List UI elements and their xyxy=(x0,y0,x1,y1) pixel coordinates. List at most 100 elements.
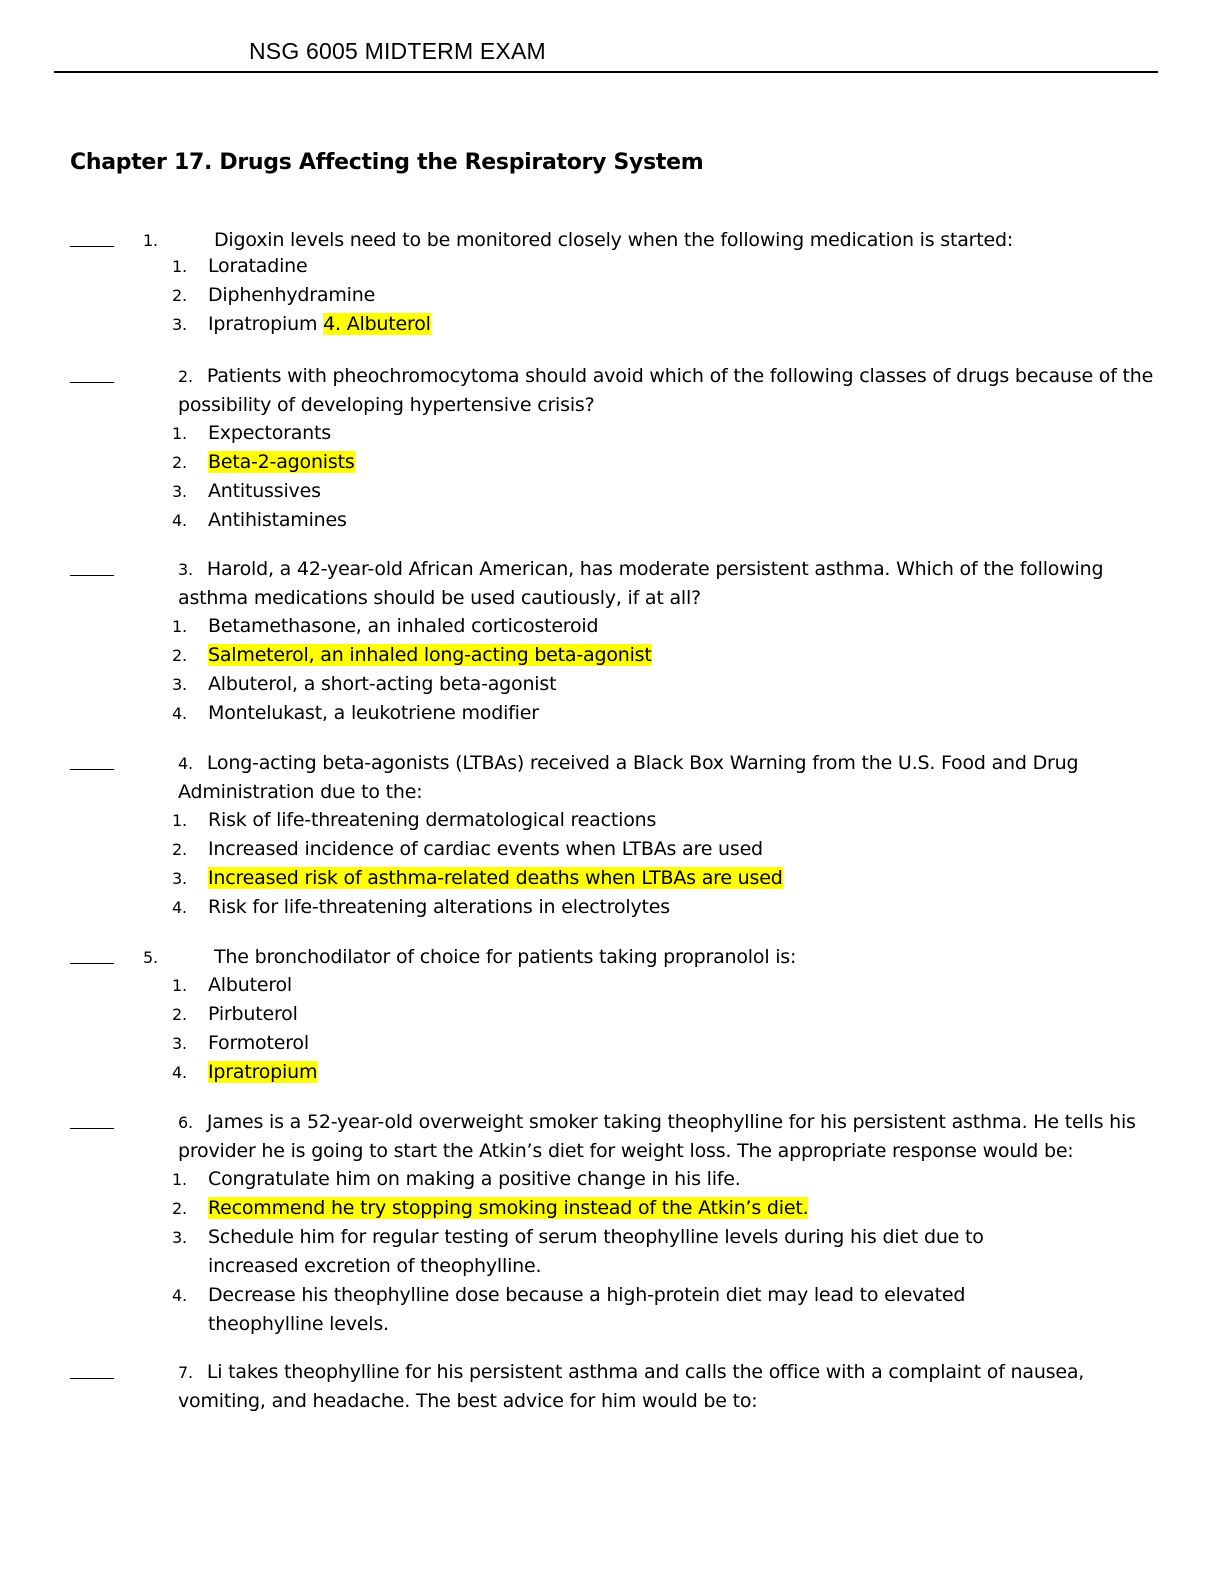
option-text: Montelukast, a leukotriene modifier xyxy=(208,702,539,724)
option-number: 4. xyxy=(172,1286,187,1305)
question-number: 7. xyxy=(178,1363,193,1382)
option-text: Betamethasone, an inhaled corticosteroid xyxy=(208,615,599,637)
list-item: 3. Albuterol, a short-acting beta-agonist xyxy=(172,670,1162,699)
list-item: 2. Diphenhydramine xyxy=(172,281,1162,310)
question-stem: The bronchodilator of choice for patient… xyxy=(214,946,797,968)
list-item: 4. Decrease his theophylline dose because… xyxy=(172,1281,1162,1339)
list-item: 1. Loratadine xyxy=(172,252,1162,281)
option-text: Loratadine xyxy=(208,255,308,277)
page-header-title: NSG 6005 MIDTERM EXAM xyxy=(249,38,546,64)
option-number: 3. xyxy=(172,315,187,334)
highlighted-answer: Salmeterol, an inhaled long-acting beta-… xyxy=(208,644,652,666)
highlighted-answer: Recommend he try stopping smoking instea… xyxy=(208,1197,809,1219)
answer-blank xyxy=(70,1358,114,1379)
highlighted-answer: Ipratropium xyxy=(208,1061,318,1083)
option-number: 4. xyxy=(172,511,187,530)
option-text: Risk of life-threatening dermatological … xyxy=(208,809,657,831)
option-text: Risk for life-threatening alterations in… xyxy=(208,896,670,918)
option-text: Increased incidence of cardiac events wh… xyxy=(208,838,763,860)
option-list: 1. Albuterol 2. Pirbuterol 3. Formoterol 4.… xyxy=(172,971,1162,1087)
option-number: 1. xyxy=(172,1170,187,1189)
option-number: 1. xyxy=(172,617,187,636)
question-number: 3. xyxy=(178,560,193,579)
option-text: Expectorants xyxy=(208,422,331,444)
list-item: 1. Congratulate him on making a positive … xyxy=(172,1165,1162,1194)
list-item: 3. Formoterol xyxy=(172,1029,1162,1058)
option-list: 1. Risk of life-threatening dermatologica… xyxy=(172,806,1162,922)
answer-blank xyxy=(70,1108,114,1129)
option-number: 1. xyxy=(172,811,187,830)
option-number: 2. xyxy=(172,453,187,472)
question-stem: 4.Long-acting beta-agonists (LTBAs) rece… xyxy=(178,749,1158,807)
option-number: 1. xyxy=(172,976,187,995)
option-number: 3. xyxy=(172,869,187,888)
answer-blank xyxy=(70,943,114,964)
option-number: 3. xyxy=(172,1034,187,1053)
list-item: 3. Ipratropium 4. Albuterol xyxy=(172,310,1162,339)
list-item: 2. Pirbuterol xyxy=(172,1000,1162,1029)
list-item: 3. Increased risk of asthma-related death… xyxy=(172,864,1162,893)
list-item: 1. Betamethasone, an inhaled corticostero… xyxy=(172,612,1162,641)
option-text: Albuterol, a short-acting beta-agonist xyxy=(208,673,557,695)
option-list: 1. Expectorants 2. Beta-2-agonists 3. Antit… xyxy=(172,419,1162,535)
option-text: Pirbuterol xyxy=(208,1003,298,1025)
option-list: 1. Congratulate him on making a positive … xyxy=(172,1165,1162,1339)
list-item: 2. Salmeterol, an inhaled long-acting bet… xyxy=(172,641,1162,670)
list-item: 4.Risk for life-threatening alterations … xyxy=(172,893,1162,922)
option-number: 2. xyxy=(172,286,187,305)
option-number: 3. xyxy=(172,482,187,501)
list-item: 3. Antitussives xyxy=(172,477,1162,506)
list-item: 2. Increased incidence of cardiac events … xyxy=(172,835,1162,864)
list-item: 2. Recommend he try stopping smoking inst… xyxy=(172,1194,1162,1223)
question-text: Harold, a 42-year-old African American, … xyxy=(178,558,1104,609)
option-number: 3. xyxy=(172,675,187,694)
list-item: 1. Albuterol xyxy=(172,971,1162,1000)
option-text: Schedule him for regular testing of seru… xyxy=(208,1226,984,1277)
question-text: Long-acting beta-agonists (LTBAs) receiv… xyxy=(178,752,1079,803)
question-number: 1. xyxy=(143,231,158,250)
question-number: 5. xyxy=(143,948,158,967)
answer-blank xyxy=(70,555,114,576)
list-item: 4. Antihistamines xyxy=(172,506,1162,535)
option-text-group: Ipratropium 4. Albuterol xyxy=(208,310,1158,339)
option-number: 2. xyxy=(172,840,187,859)
option-number: 3. xyxy=(172,1228,187,1247)
answer-blank xyxy=(70,749,114,770)
option-text: Albuterol xyxy=(208,974,293,996)
option-list: 1. Loratadine 2. Diphenhydramine 3. Ipra… xyxy=(172,252,1162,339)
option-number: 1. xyxy=(172,424,187,443)
list-item: 1. Expectorants xyxy=(172,419,1162,448)
option-text: Antihistamines xyxy=(208,509,347,531)
question-number: 4. xyxy=(178,754,193,773)
question-number: 6. xyxy=(178,1113,193,1132)
list-item: 3. Schedule him for regular testing of se… xyxy=(172,1223,1162,1281)
question-stem: Digoxin levels need to be monitored clos… xyxy=(214,229,1014,251)
option-number: 1. xyxy=(172,257,187,276)
option-text: Decrease his theophylline dose because a… xyxy=(208,1284,966,1335)
question-text: Patients with pheochromocytoma should av… xyxy=(178,365,1154,416)
highlighted-answer: Increased risk of asthma-related deaths … xyxy=(208,867,783,889)
option-text: Ipratropium xyxy=(208,313,318,335)
list-item: 2. Beta-2-agonists xyxy=(172,448,1162,477)
question-text: James is a 52-year-old overweight smoker… xyxy=(178,1111,1136,1162)
question-stem: 3.Harold, a 42-year-old African American… xyxy=(178,555,1158,613)
option-number: 2. xyxy=(172,646,187,665)
option-text: Antitussives xyxy=(208,480,321,502)
option-number: 4. xyxy=(172,1063,187,1082)
highlighted-answer: 4. Albuterol xyxy=(323,313,431,335)
option-text: Formoterol xyxy=(208,1032,309,1054)
question-stem: 7.Li takes theophylline for his persiste… xyxy=(178,1358,1158,1416)
question-number: 2. xyxy=(178,367,193,386)
chapter-title: Chapter 17. Drugs Affecting the Respirat… xyxy=(70,150,704,175)
list-item: 4. Ipratropium xyxy=(172,1058,1162,1087)
highlighted-answer: Beta-2-agonists xyxy=(208,451,355,473)
option-text: Diphenhydramine xyxy=(208,284,376,306)
option-number: 2. xyxy=(172,1005,187,1024)
question-stem: 2.Patients with pheochromocytoma should … xyxy=(178,362,1158,420)
list-item: 1. Risk of life-threatening dermatologica… xyxy=(172,806,1162,835)
option-number: 2. xyxy=(172,1199,187,1218)
header-rule xyxy=(54,71,1158,73)
option-number: 4. xyxy=(172,704,187,723)
option-text: Congratulate him on making a positive ch… xyxy=(208,1168,741,1190)
question-stem: 6.James is a 52-year-old overweight smok… xyxy=(178,1108,1158,1166)
